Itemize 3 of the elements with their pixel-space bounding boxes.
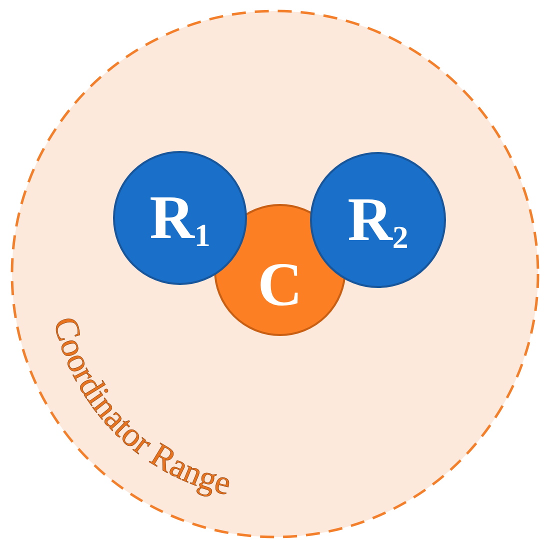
node-label: C — [258, 254, 302, 316]
node-label: R$_{2}$ — [348, 189, 408, 251]
node-label: R$_{1}$ — [150, 187, 210, 249]
